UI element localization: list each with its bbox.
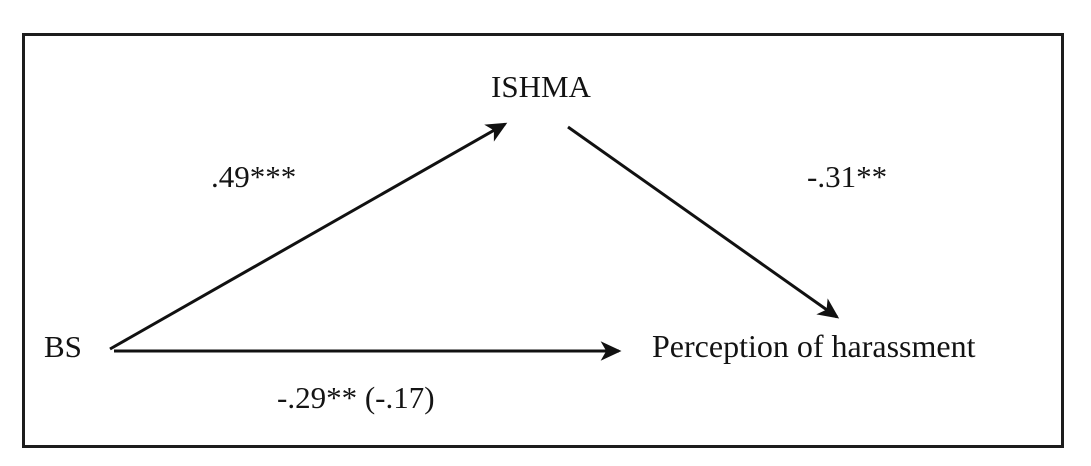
path-coefficient-a: .49*** [211,159,297,194]
path-arrow-ishma-to-outcome [567,125,840,319]
path-coefficient-b: -.31** [807,159,888,194]
path-arrow-bs-to-ishma [109,122,508,351]
node-label-outcome: Perception of harassment [652,328,976,364]
node-label-mediator: ISHMA [491,69,591,104]
node-label-predictor: BS [44,329,82,364]
figure-border [22,33,1064,448]
path-coefficient-c: -.29** (-.17) [277,380,435,415]
